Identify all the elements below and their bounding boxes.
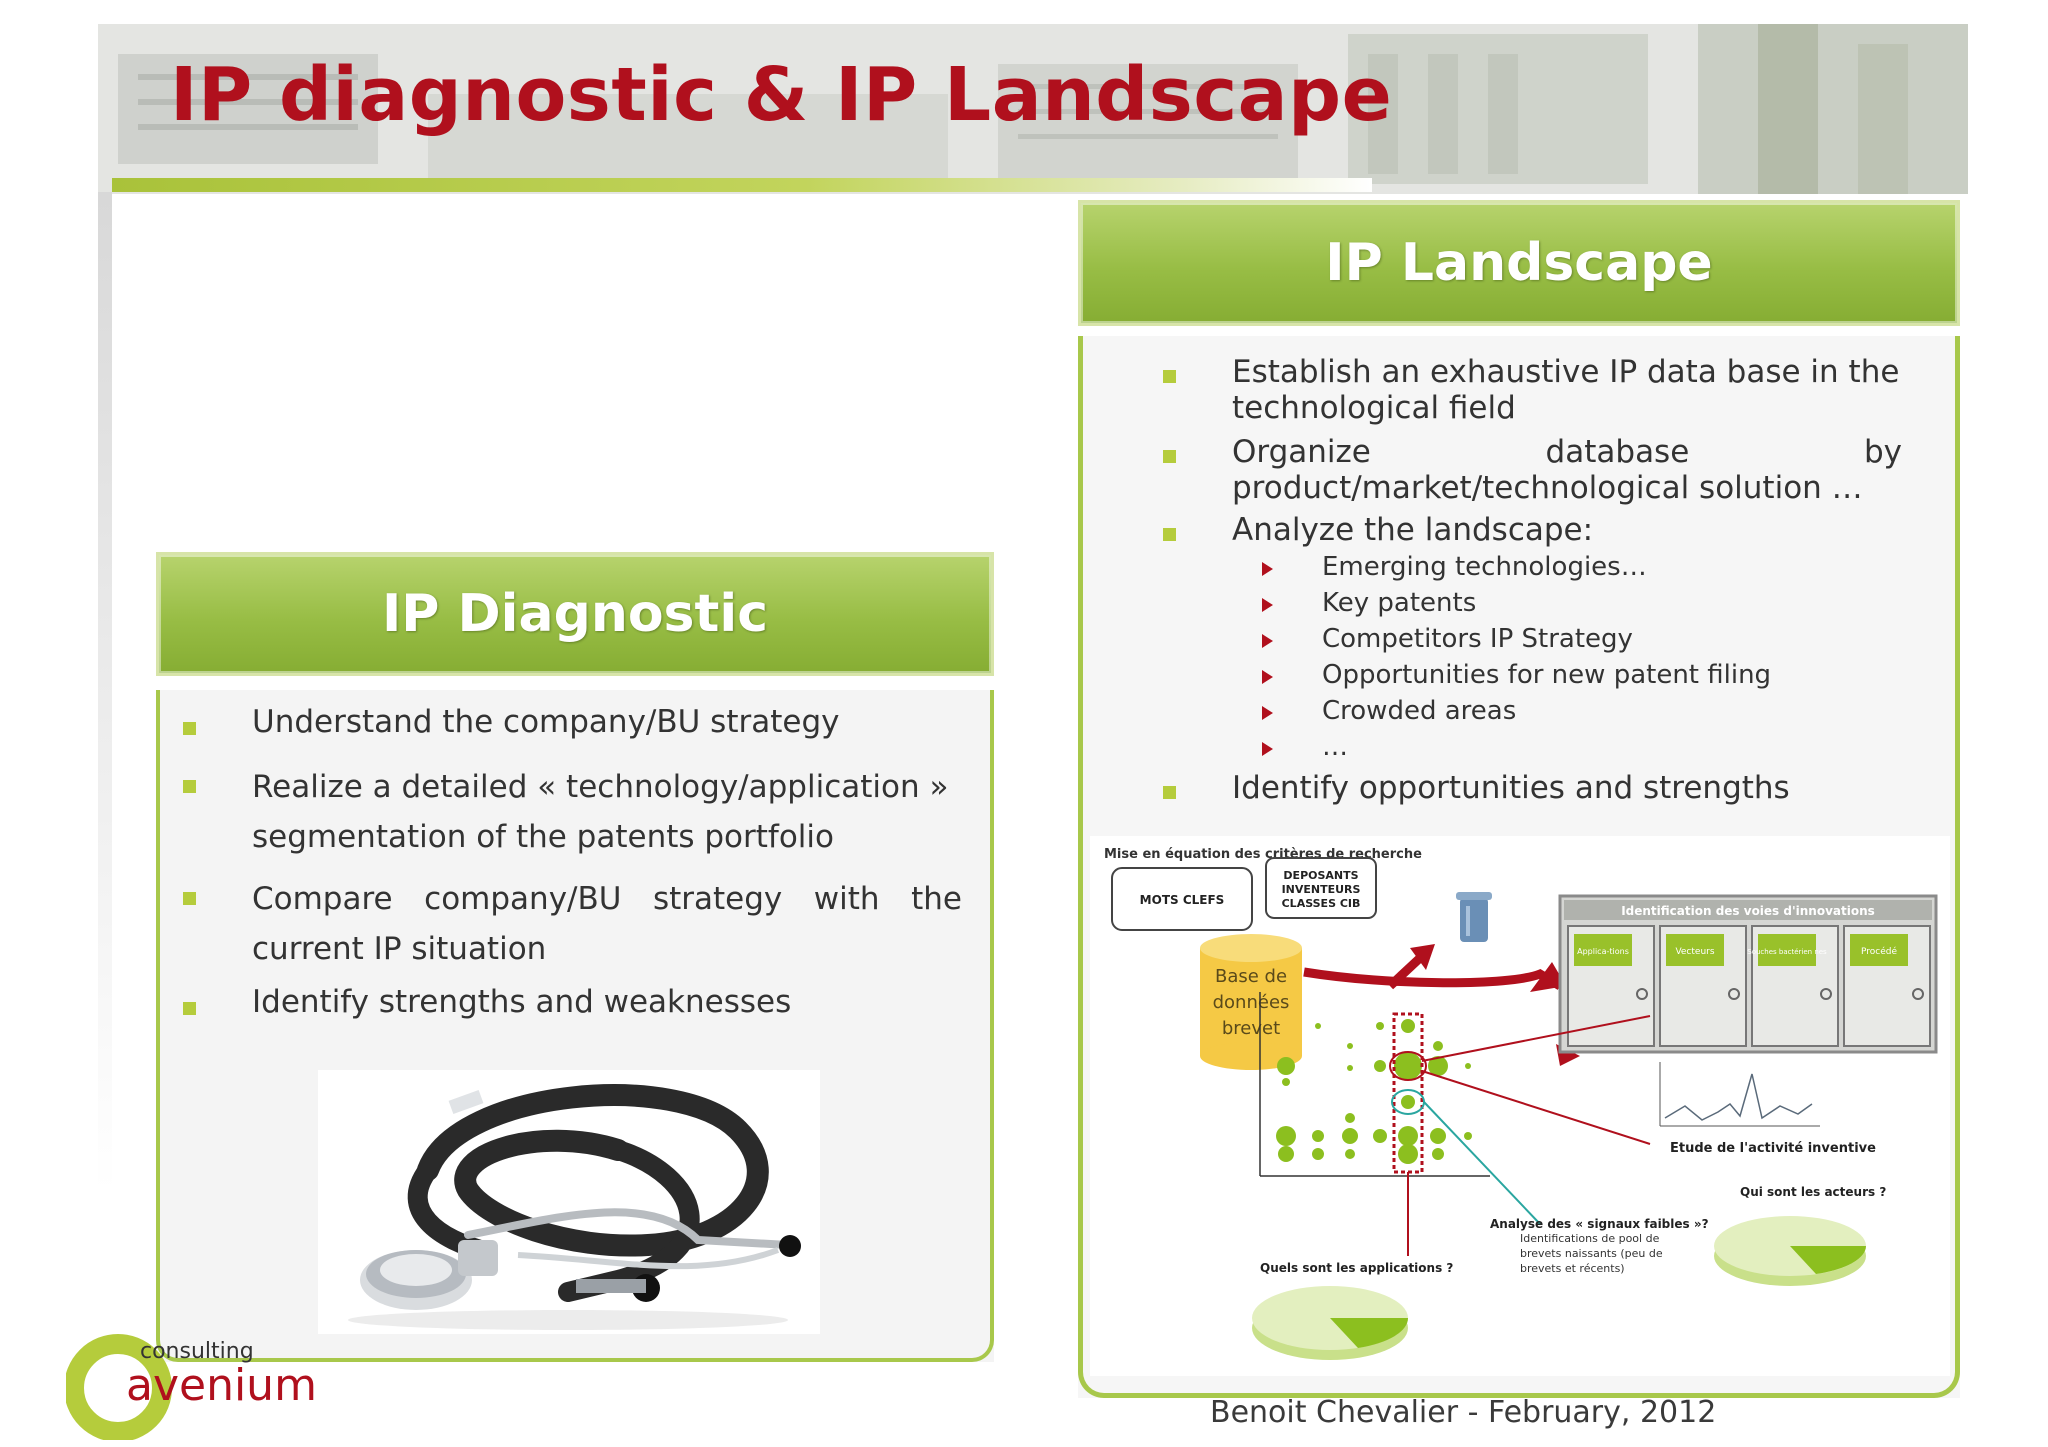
sub-bullet-text: Competitors IP Strategy [1322,624,1633,654]
landscape-heading: IP Landscape [1325,233,1713,293]
bullet-text: Organize database by product/market/tech… [1232,434,1902,506]
footer-author-date: Benoit Chevalier - February, 2012 [1210,1395,1717,1430]
diagnostic-heading: IP Diagnostic [381,584,769,644]
bullet-text: Identify opportunities and strengths [1232,770,1790,806]
logo-consulting: consulting [140,1339,254,1364]
cabinet [1659,925,1747,1047]
list-item: Competitors IP Strategy [1262,624,1882,660]
triangle-bullet-icon [1262,670,1273,684]
criteria-label: DEPOSANTS [1283,869,1358,882]
landscape-header: IP Landscape [1078,200,1960,326]
bubble-matrix [1259,992,1490,1177]
triangle-bullet-icon [1262,562,1273,576]
sub-bullet-text: Opportunities for new patent filing [1322,660,1772,690]
list-item: Key patents [1262,588,1882,624]
logo-brand: avenium [126,1360,317,1411]
bullet-text: Understand the company/BU strategy [252,704,840,740]
landscape-panel-frame [1078,336,1960,1398]
signals-title: Analyse des « signaux faibles »? [1490,1217,1709,1231]
criteria-label: CLASSES CIB [1282,897,1361,910]
triangle-bullet-icon [1262,634,1273,648]
list-item: Identify strengths and weaknesses [180,980,970,1036]
diagnostic-bullets: Understand the company/BU strategy Reali… [180,700,970,1036]
cabinet [1567,925,1655,1047]
square-bullet-icon [183,722,196,735]
list-item: Analyze the landscape: [1160,508,1900,548]
actors-pie [1714,1216,1866,1286]
sub-bullet-text: Key patents [1322,588,1477,618]
applications-pie [1252,1286,1409,1360]
cabinet-label: Procédé [1861,946,1897,957]
left-border-fade [98,192,112,1192]
square-bullet-icon [1163,786,1176,799]
cabinet-label: Vecteurs [1675,947,1714,957]
list-item: Opportunities for new patent filing [1262,660,1882,696]
keywords-label: MOTS CLEFS [1140,893,1225,907]
sub-bullet-text: Crowded areas [1322,696,1517,726]
bullet-text: Compare company/BU strategy with the cur… [252,881,962,967]
triangle-bullet-icon [1262,598,1273,612]
campus-photo-background [98,24,1968,194]
database-label: Base de [1215,966,1287,987]
bullet-text: Establish an exhaustive IP data base in … [1232,354,1900,426]
diagnostic-header: IP Diagnostic [156,552,994,676]
title-underline [112,178,1372,192]
list-item: Realize a detailed « technology/applicat… [180,756,970,868]
arrow-up [1386,954,1424,990]
cabinet [1843,925,1931,1047]
slide-title: IP diagnostic & IP Landscape [170,52,1393,138]
list-item: … [1262,732,1882,768]
bullet-text: Realize a detailed « technology/applicat… [252,769,949,855]
square-bullet-icon [183,780,196,793]
header-banner [98,24,1968,194]
list-item: Emerging technologies… [1262,552,1882,588]
innovation-title: Identification des voies d'innovations [1621,904,1875,918]
activity-line-chart [1659,1062,1820,1127]
sub-bullet-text: … [1322,732,1348,762]
square-bullet-icon [1163,528,1176,541]
arrow-head [1410,944,1435,970]
database-label: données [1213,992,1290,1013]
list-item: Establish an exhaustive IP data base in … [1160,350,1900,430]
list-item: Understand the company/BU strategy [180,700,970,756]
square-bullet-icon [183,892,196,905]
actors-question: Qui sont les acteurs ? [1740,1185,1886,1199]
list-item: Crowded areas [1262,696,1882,732]
criteria-box [1265,857,1377,919]
arrow-head [1530,962,1566,992]
list-item: Organize database by product/market/tech… [1160,430,1902,508]
inventive-activity-label: Etude de l'activité inventive [1670,1141,1876,1156]
criteria-label: INVENTEURS [1282,883,1361,896]
cabinet [1751,925,1839,1047]
arrow-to-cabinets [1303,967,1563,990]
landscape-last-bullet: Identify opportunities and strengths [1160,766,1900,806]
ip-landscape-diagram: Mise en équation des critères de recherc… [1090,836,1950,1376]
database-label: brevet [1222,1018,1280,1039]
stethoscope-image [318,1070,820,1334]
signals-line: brevets naissants (peu de [1520,1247,1663,1260]
trash-icon [1456,892,1492,942]
sub-bullet-text: Emerging technologies… [1322,552,1647,582]
triangle-bullet-icon [1262,706,1273,720]
square-bullet-icon [1163,370,1176,383]
list-item: Compare company/BU strategy with the cur… [180,868,970,980]
bullet-text: Identify strengths and weaknesses [252,984,792,1020]
landscape-bullets: Establish an exhaustive IP data base in … [1160,350,1902,548]
keywords-box [1111,867,1253,931]
cabinet-label: Applica-tions [1577,947,1629,956]
signals-line: brevets et récents) [1520,1262,1625,1275]
triangle-bullet-icon [1262,742,1273,756]
signals-line: Identifications de pool de [1520,1232,1660,1245]
applications-question: Quels sont les applications ? [1260,1261,1453,1275]
cabinet-label: Souches bactérien nes [1747,948,1827,956]
diagnostic-panel-frame [156,690,994,1362]
square-bullet-icon [183,1002,196,1015]
square-bullet-icon [1163,450,1176,463]
bullet-text: Analyze the landscape: [1232,512,1594,548]
landscape-sub-bullets: Emerging technologies… Key patents Compe… [1262,552,1882,768]
database-icon [1200,934,1302,1070]
avenium-logo: consulting avenium [66,1334,317,1440]
